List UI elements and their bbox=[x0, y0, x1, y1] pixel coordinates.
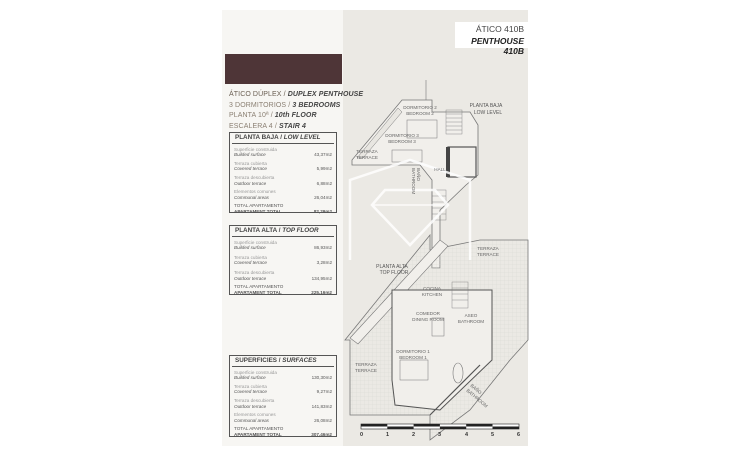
floor-en: 10th FLOOR bbox=[274, 112, 317, 119]
row-label-es: Elementos comunes bbox=[234, 189, 276, 195]
label-bedroom2-en: BEDROOM 2 bbox=[406, 111, 434, 116]
row-label-es: Terraza cubierta bbox=[234, 383, 267, 389]
top-floor-table: PLANTA ALTA / TOP FLOOR Superficie const… bbox=[229, 225, 337, 295]
unit-title-es: ÁTICO 410B bbox=[475, 24, 524, 34]
label-kitchen-en: KITCHEN bbox=[422, 292, 442, 297]
bathtub bbox=[452, 362, 464, 384]
total-label-es: TOTAL APARTAMENTO bbox=[234, 426, 284, 432]
scale-tick-label: 2 bbox=[412, 432, 416, 438]
low-level-plan bbox=[351, 80, 479, 269]
row-label-es: Terraza descubierta bbox=[234, 174, 275, 180]
scale-tick-label: 4 bbox=[465, 432, 469, 438]
stair-en: STAIR 4 bbox=[278, 122, 306, 130]
dining-table bbox=[431, 317, 445, 337]
scale-segment bbox=[466, 424, 493, 427]
label-terrace-top-en: TERRACE bbox=[477, 252, 499, 257]
type-en: DUPLEX PENTHOUSE bbox=[287, 91, 364, 98]
scale-tick-label: 6 bbox=[517, 432, 521, 438]
scale-tick-label: 3 bbox=[438, 432, 442, 438]
scale-segment bbox=[439, 426, 467, 429]
unit-title: ÁTICO 410B PENTHOUSE 410B bbox=[455, 22, 528, 56]
label-low-level-en: LOW LEVEL bbox=[474, 110, 503, 116]
scale-bar bbox=[360, 423, 520, 430]
bedrooms-en: 3 BEDROOMS bbox=[292, 101, 341, 109]
scale-tick-label: 1 bbox=[386, 432, 390, 438]
low-level-heading: PLANTA BAJA / LOW LEVEL bbox=[232, 133, 334, 144]
label-kitchen-es: COCINA bbox=[423, 286, 442, 291]
low-level-table: PLANTA BAJA / LOW LEVEL Superficie const… bbox=[229, 132, 337, 214]
scale-segment bbox=[387, 426, 414, 429]
surfaces-table: SUPERFICIES / SURFACES Superficie constr… bbox=[229, 355, 337, 437]
row-label-es: Superficie construida bbox=[234, 239, 277, 245]
label-low-level-es: PLANTA BAJA bbox=[470, 103, 503, 109]
bed-icon bbox=[399, 359, 429, 381]
label-terrace-low-en: TERRACE bbox=[356, 155, 378, 160]
scale-segment bbox=[413, 424, 440, 427]
total-label-es: TOTAL APARTAMENTO bbox=[234, 284, 284, 290]
total-label-es: TOTAL APARTAMENTO bbox=[234, 203, 284, 209]
label-terrace-top-es: TERRAZA bbox=[477, 246, 499, 251]
top-floor-plan bbox=[344, 233, 529, 441]
scale-segment bbox=[492, 426, 519, 429]
label-dining-en: DINING ROOM bbox=[412, 317, 444, 322]
stair-es: ESCALERA 4 / bbox=[229, 122, 277, 130]
stairs-top bbox=[451, 281, 469, 309]
surfaces-heading: SUPERFICIES / SURFACES bbox=[232, 356, 334, 367]
label-toilet-en: BATHROOM bbox=[458, 319, 484, 324]
row-label-es: Terraza cubierta bbox=[234, 160, 267, 166]
label-bedroom3-es: DORMITORIO 3 bbox=[385, 133, 419, 138]
label-terrace-left-en: TERRACE bbox=[355, 368, 377, 373]
row-label-es: Terraza descubierta bbox=[234, 397, 275, 403]
row-label-es: Terraza descubierta bbox=[234, 269, 275, 275]
label-dining-es: COMEDOR bbox=[416, 311, 441, 316]
label-terrace-left-es: TERRAZA bbox=[355, 362, 377, 367]
label-terrace-low-es: TERRAZA bbox=[356, 149, 378, 154]
row-label-es: Elementos comunes bbox=[234, 412, 276, 418]
label-toilet-es: ASEO bbox=[465, 313, 478, 318]
watermark-logo bbox=[348, 158, 472, 260]
scale-tick-label: 0 bbox=[360, 432, 364, 438]
label-bedroom1-en: BEDROOM 1 bbox=[399, 355, 427, 360]
label-bedroom3-en: BEDROOM 3 bbox=[388, 139, 416, 144]
label-top-floor-es: PLANTA ALTA bbox=[376, 264, 408, 270]
top-floor-heading: PLANTA ALTA / TOP FLOOR bbox=[232, 226, 334, 237]
unit-summary: ÁTICO DÚPLEX / DUPLEX PENTHOUSE 3 DORMIT… bbox=[229, 90, 363, 132]
floor-es: PLANTA 10ª / bbox=[229, 112, 273, 119]
label-bath-low-en: BATHROOM bbox=[411, 168, 416, 194]
scale-tick-label: 5 bbox=[491, 432, 495, 438]
label-bath-low-es: BAÑO bbox=[416, 168, 422, 181]
label-hall: HALL bbox=[434, 167, 446, 172]
unit-title-en: PENTHOUSE 410B bbox=[471, 36, 524, 56]
scale-segment bbox=[361, 424, 388, 427]
row-label-es: Superficie construida bbox=[234, 146, 277, 152]
label-bedroom1-es: DORMITORIO 1 bbox=[396, 349, 430, 354]
brand-bar bbox=[225, 54, 342, 84]
row-label-es: Terraza cubierta bbox=[234, 254, 267, 260]
label-bedroom2-es: DORMITORIO 2 bbox=[403, 105, 437, 110]
bedrooms-es: 3 DORMITORIOS / bbox=[229, 101, 291, 109]
type-es: ÁTICO DÚPLEX / bbox=[229, 91, 286, 98]
row-label-es: Superficie construida bbox=[234, 369, 277, 375]
label-top-floor-en: TOP FLOOR bbox=[380, 270, 409, 276]
